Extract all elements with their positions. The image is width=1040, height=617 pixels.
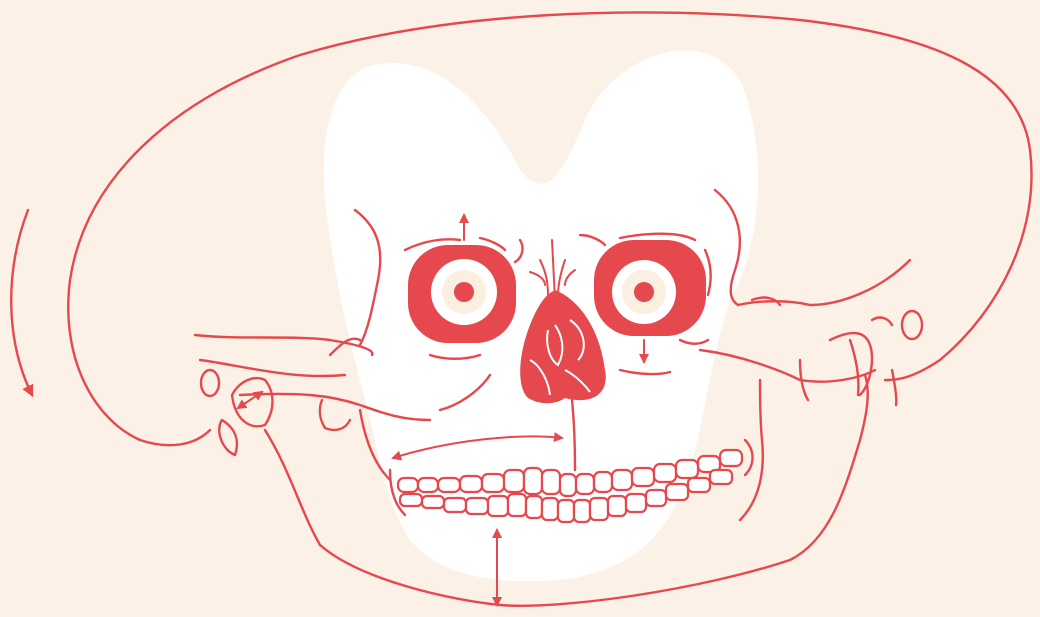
rotation-arrow-left [11,210,32,395]
